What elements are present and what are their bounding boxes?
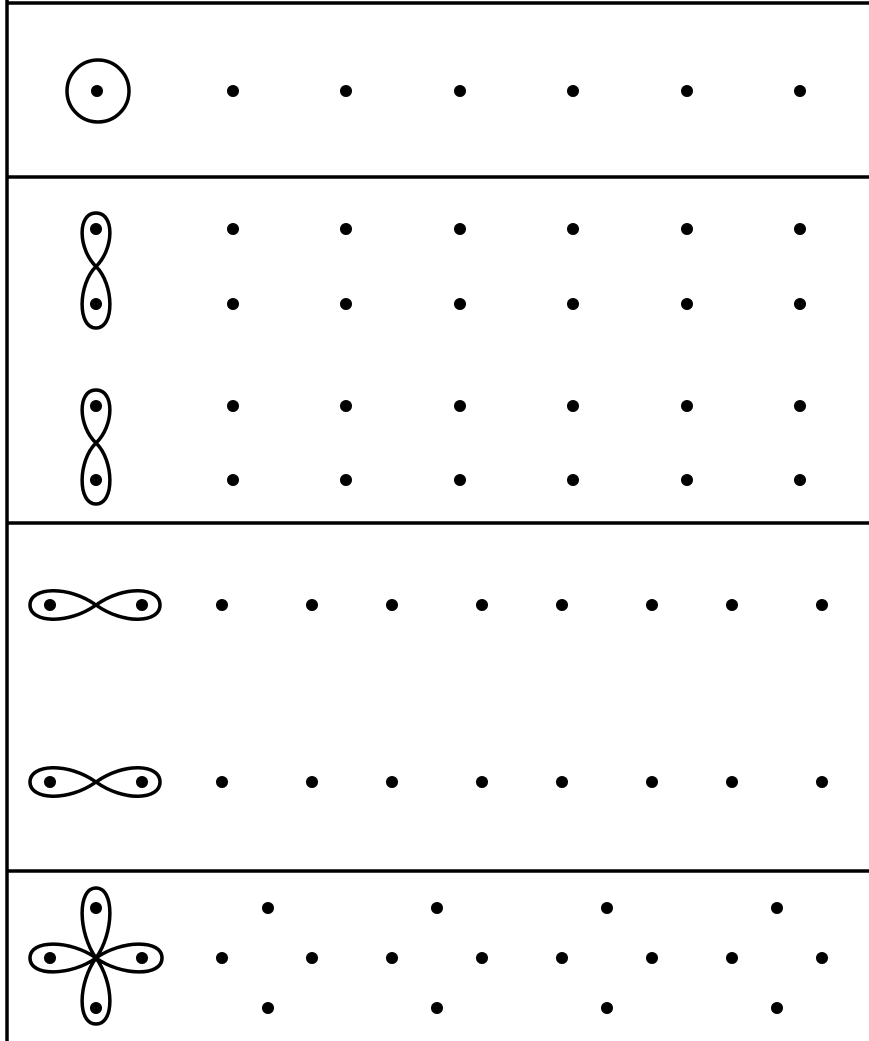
lattice-point: [340, 85, 352, 97]
lattice-point: [601, 902, 613, 914]
lattice-point: [454, 474, 466, 486]
lattice-point: [681, 298, 693, 310]
lattice-point: [44, 776, 56, 788]
lattice-point: [227, 85, 239, 97]
lattice-point: [306, 599, 318, 611]
lattice-point: [726, 599, 738, 611]
lattice-point: [44, 599, 56, 611]
lattice-point: [90, 902, 102, 914]
lattice-point: [816, 776, 828, 788]
lattice-point: [431, 1002, 443, 1014]
lattice-point: [567, 85, 579, 97]
lattice-point: [90, 1002, 102, 1014]
lattice-point: [386, 599, 398, 611]
lattice-point: [794, 474, 806, 486]
section-vertical-pairs: [82, 213, 806, 504]
lattice-point: [227, 298, 239, 310]
lattice-point: [476, 952, 488, 964]
lattice-point: [340, 474, 352, 486]
lattice-point: [227, 400, 239, 412]
lattice-point: [816, 952, 828, 964]
lattice-point: [454, 298, 466, 310]
lattice-point: [646, 599, 658, 611]
lattice-point: [90, 298, 102, 310]
lattice-point: [681, 223, 693, 235]
lattice-point: [476, 776, 488, 788]
section-four-point-cross: [30, 888, 828, 1024]
lattice-point: [227, 223, 239, 235]
lattice-point: [454, 223, 466, 235]
lattice-point: [771, 1002, 783, 1014]
lattice-point: [227, 474, 239, 486]
lattice-point: [454, 400, 466, 412]
lattice-point: [90, 400, 102, 412]
lattice-point: [556, 599, 568, 611]
section-single-point: [67, 60, 806, 122]
lattice-point: [816, 599, 828, 611]
lattice-point: [726, 952, 738, 964]
lattice-point: [556, 776, 568, 788]
lattice-point: [340, 298, 352, 310]
lattice-point: [262, 902, 274, 914]
lattice-point: [44, 952, 56, 964]
lattice-point: [386, 952, 398, 964]
lattice-point: [306, 952, 318, 964]
lattice-point: [567, 400, 579, 412]
lattice-point: [90, 223, 102, 235]
lattice-point: [567, 223, 579, 235]
lattice-point: [216, 776, 228, 788]
lattice-point: [91, 85, 103, 97]
lattice-point: [136, 952, 148, 964]
lattice-point: [476, 599, 488, 611]
lattice-point: [90, 474, 102, 486]
lattice-point: [216, 952, 228, 964]
lattice-point: [601, 1002, 613, 1014]
lattice-point: [136, 776, 148, 788]
lattice-point: [340, 400, 352, 412]
lattice-point: [556, 952, 568, 964]
lattice-point: [681, 400, 693, 412]
lattice-point: [726, 776, 738, 788]
lattice-point: [646, 952, 658, 964]
lattice-point: [794, 85, 806, 97]
lattice-point: [567, 298, 579, 310]
lattice-point: [681, 474, 693, 486]
lattice-point: [386, 776, 398, 788]
frame: [6, 0, 869, 1041]
lattice-point: [567, 474, 579, 486]
lattice-point: [454, 85, 466, 97]
lattice-point: [646, 776, 658, 788]
section-horizontal-pairs: [30, 591, 828, 797]
lattice-point: [216, 599, 228, 611]
lattice-point: [136, 599, 148, 611]
lattice-point: [794, 298, 806, 310]
lattice-point: [794, 223, 806, 235]
lattice-point: [262, 1002, 274, 1014]
lattice-point: [794, 400, 806, 412]
lattice-point: [431, 902, 443, 914]
lattice-point: [340, 223, 352, 235]
lattice-point: [306, 776, 318, 788]
lattice-point: [771, 902, 783, 914]
lattice-point: [681, 85, 693, 97]
